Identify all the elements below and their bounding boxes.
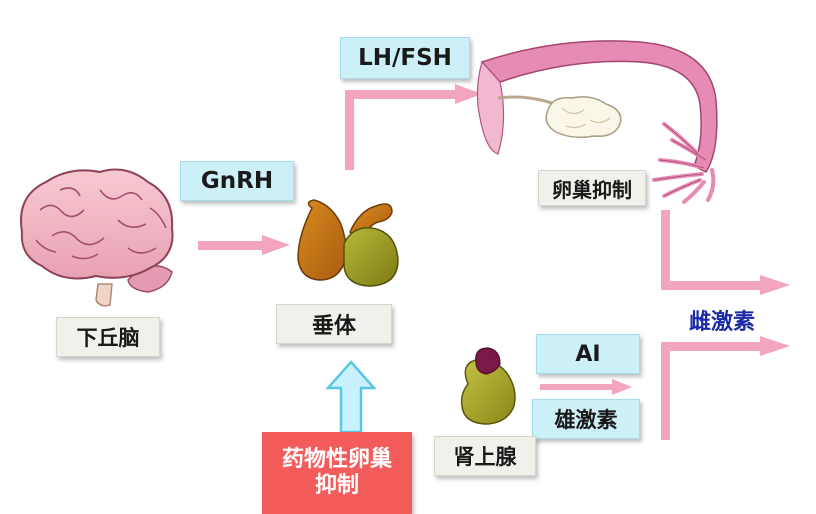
hypothalamus-label: 下丘脑 <box>56 317 160 357</box>
arrow-hypothalamus-to-pituitary <box>198 235 290 255</box>
arrow-drug-to-pituitary <box>325 360 377 434</box>
arrow-adrenal-to-ai <box>540 379 632 395</box>
drug-ovary-suppression-box: 药物性卵巢抑制 <box>262 432 412 514</box>
arrow-androgen-to-estrogen <box>661 336 790 440</box>
ovary-suppression-label: 卵巢抑制 <box>538 170 646 206</box>
arrow-ovary-to-estrogen <box>661 210 790 295</box>
lh-fsh-label: LH/FSH <box>340 37 470 79</box>
arrow-pituitary-to-ovary <box>345 84 482 170</box>
estrogen-label: 雌激素 <box>688 310 755 335</box>
pituitary-icon <box>297 199 399 287</box>
androgen-label: 雄激素 <box>532 399 640 439</box>
adrenal-icon <box>460 347 516 425</box>
ai-label: AI <box>536 334 640 374</box>
brain-icon <box>20 168 174 307</box>
ovary-uterus-icon <box>476 40 718 204</box>
pituitary-label: 垂体 <box>276 304 392 344</box>
gnrh-label: GnRH <box>180 161 294 201</box>
adrenal-label: 肾上腺 <box>434 436 536 476</box>
